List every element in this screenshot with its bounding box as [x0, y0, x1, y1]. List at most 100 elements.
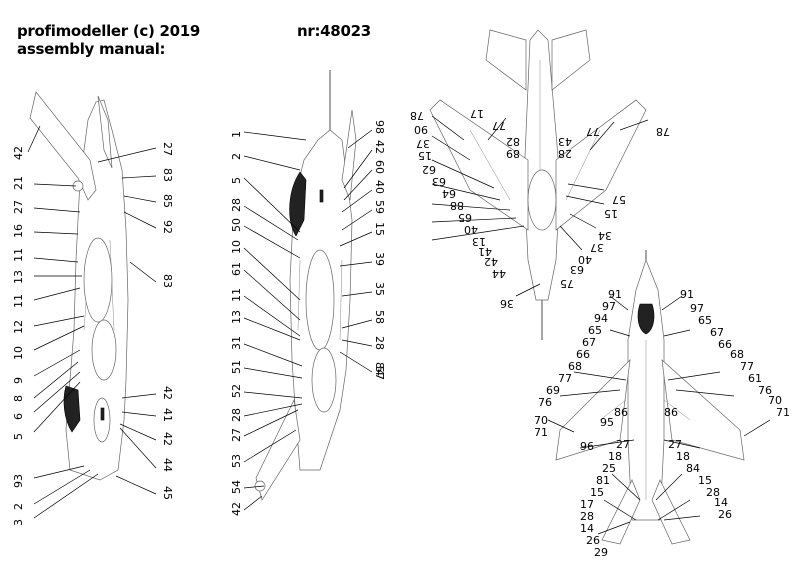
- callout-label: 8: [12, 395, 25, 402]
- callout-label: 90: [414, 123, 428, 136]
- callout-label: 51: [230, 360, 243, 374]
- callout-label: 77: [558, 372, 572, 385]
- callout-label: 67: [582, 336, 596, 349]
- callout-label: 85: [161, 194, 174, 208]
- callout-label: 10: [12, 346, 25, 360]
- callout-label: 41: [161, 408, 174, 422]
- callout-label: 77: [492, 119, 506, 132]
- callout-label: 66: [576, 348, 590, 361]
- callout-label: 58: [373, 310, 386, 324]
- callout-label: 18: [608, 450, 622, 463]
- sheet-title-block: profimodeller (c) 2019 assembly manual:: [17, 22, 200, 58]
- callout-label: 13: [12, 270, 25, 284]
- callout-label: 36: [500, 297, 514, 310]
- callout-label: 88: [450, 199, 464, 212]
- callout-label: 25: [602, 462, 616, 475]
- callout-label: 17: [470, 107, 484, 120]
- callout-label: 54: [230, 480, 243, 494]
- callout-label: 70: [768, 394, 782, 407]
- callout-label: 78: [410, 109, 424, 122]
- callout-label: 98: [373, 120, 386, 134]
- callout-label: 34: [598, 229, 612, 242]
- callout-label: 77: [740, 360, 754, 373]
- callout-label: 53: [230, 454, 243, 468]
- callout-label: 76: [538, 396, 552, 409]
- callout-label: 42: [484, 255, 498, 268]
- callout-label: 29: [594, 546, 608, 559]
- callout-label: 15: [418, 149, 432, 162]
- callout-label: 28: [373, 336, 386, 350]
- callout-label: 3: [12, 519, 25, 526]
- callout-label: 60: [373, 160, 386, 174]
- aircraft-side-view-right: [254, 70, 357, 501]
- callout-label: 14: [714, 496, 728, 509]
- callout-label: 42: [12, 146, 25, 160]
- callout-label: 40: [373, 180, 386, 194]
- callout-label: 50: [230, 218, 243, 232]
- callout-label: 1: [230, 131, 243, 138]
- kit-number: nr:48023: [297, 22, 371, 40]
- callout-label: 59: [373, 200, 386, 214]
- callout-label: 27: [12, 200, 25, 214]
- callout-label: 61: [748, 372, 762, 385]
- aircraft-bottom-view: [555, 250, 745, 545]
- callout-label: 15: [590, 486, 604, 499]
- aircraft-side-view-left: [29, 91, 129, 481]
- callout-label: 2: [12, 503, 25, 510]
- callout-label: 86: [664, 406, 678, 419]
- callout-label: 86: [614, 406, 628, 419]
- callout-label: 68: [730, 348, 744, 361]
- callout-label: 82: [506, 135, 520, 148]
- callout-label: 45: [161, 486, 174, 500]
- callout-label: 40: [578, 253, 592, 266]
- callout-label: 5: [230, 177, 243, 184]
- callout-label: 27: [230, 428, 243, 442]
- callout-label: 21: [12, 176, 25, 190]
- callout-label: 42: [161, 386, 174, 400]
- callout-label: 26: [718, 508, 732, 521]
- callout-label: 65: [698, 314, 712, 327]
- callout-label: 28: [230, 408, 243, 422]
- callout-label: 6: [12, 413, 25, 420]
- callout-label: 11: [230, 288, 243, 302]
- callout-label: 2: [230, 153, 243, 160]
- callout-label: 75: [560, 277, 574, 290]
- callouts-side-view-left: 42 21 27 16 11 13 11 12 10 9 8 6 5 93 2 …: [12, 142, 174, 526]
- callout-label: 65: [458, 211, 472, 224]
- callout-label: 71: [776, 406, 790, 419]
- callout-label: 5: [12, 433, 25, 440]
- callout-label: 13: [472, 235, 486, 248]
- callout-label: 69: [546, 384, 560, 397]
- callout-label: 61: [230, 262, 243, 276]
- callout-label: 27: [616, 438, 630, 451]
- callout-label: 42: [373, 140, 386, 154]
- callout-label: 35: [373, 282, 386, 296]
- callout-label: 76: [758, 384, 772, 397]
- callout-label: 81: [596, 474, 610, 487]
- callout-label: 28: [706, 486, 720, 499]
- callout-label: 71: [534, 426, 548, 439]
- callout-label: 18: [676, 450, 690, 463]
- callout-label: 15: [604, 207, 618, 220]
- callout-label: 89: [506, 147, 520, 160]
- callout-label: 12: [12, 320, 25, 334]
- callout-label: 42: [230, 502, 243, 516]
- callout-label: 57: [612, 193, 626, 206]
- callout-label: 70: [534, 414, 548, 427]
- callout-label: 27: [161, 142, 174, 156]
- leader-lines: [27, 115, 771, 535]
- callouts-top-view: 78 90 37 15 62 63 64 88 65 40 13 41 42 4…: [410, 107, 670, 310]
- callout-label: 83: [161, 168, 174, 182]
- callout-label: 37: [416, 137, 430, 150]
- callout-label: 44: [161, 458, 174, 472]
- callout-label: 57: [373, 366, 386, 380]
- callout-label: 28: [230, 198, 243, 212]
- callout-label: 43: [558, 135, 572, 148]
- callout-label: 15: [373, 222, 386, 236]
- callout-label: 31: [230, 336, 243, 350]
- callout-label: 41: [478, 245, 492, 258]
- callout-label: 11: [12, 248, 25, 262]
- callouts-side-view-right: 1 2 5 28 50 10 61 11 13 31 51 52 28 27 5…: [230, 120, 386, 516]
- callout-label: 39: [373, 252, 386, 266]
